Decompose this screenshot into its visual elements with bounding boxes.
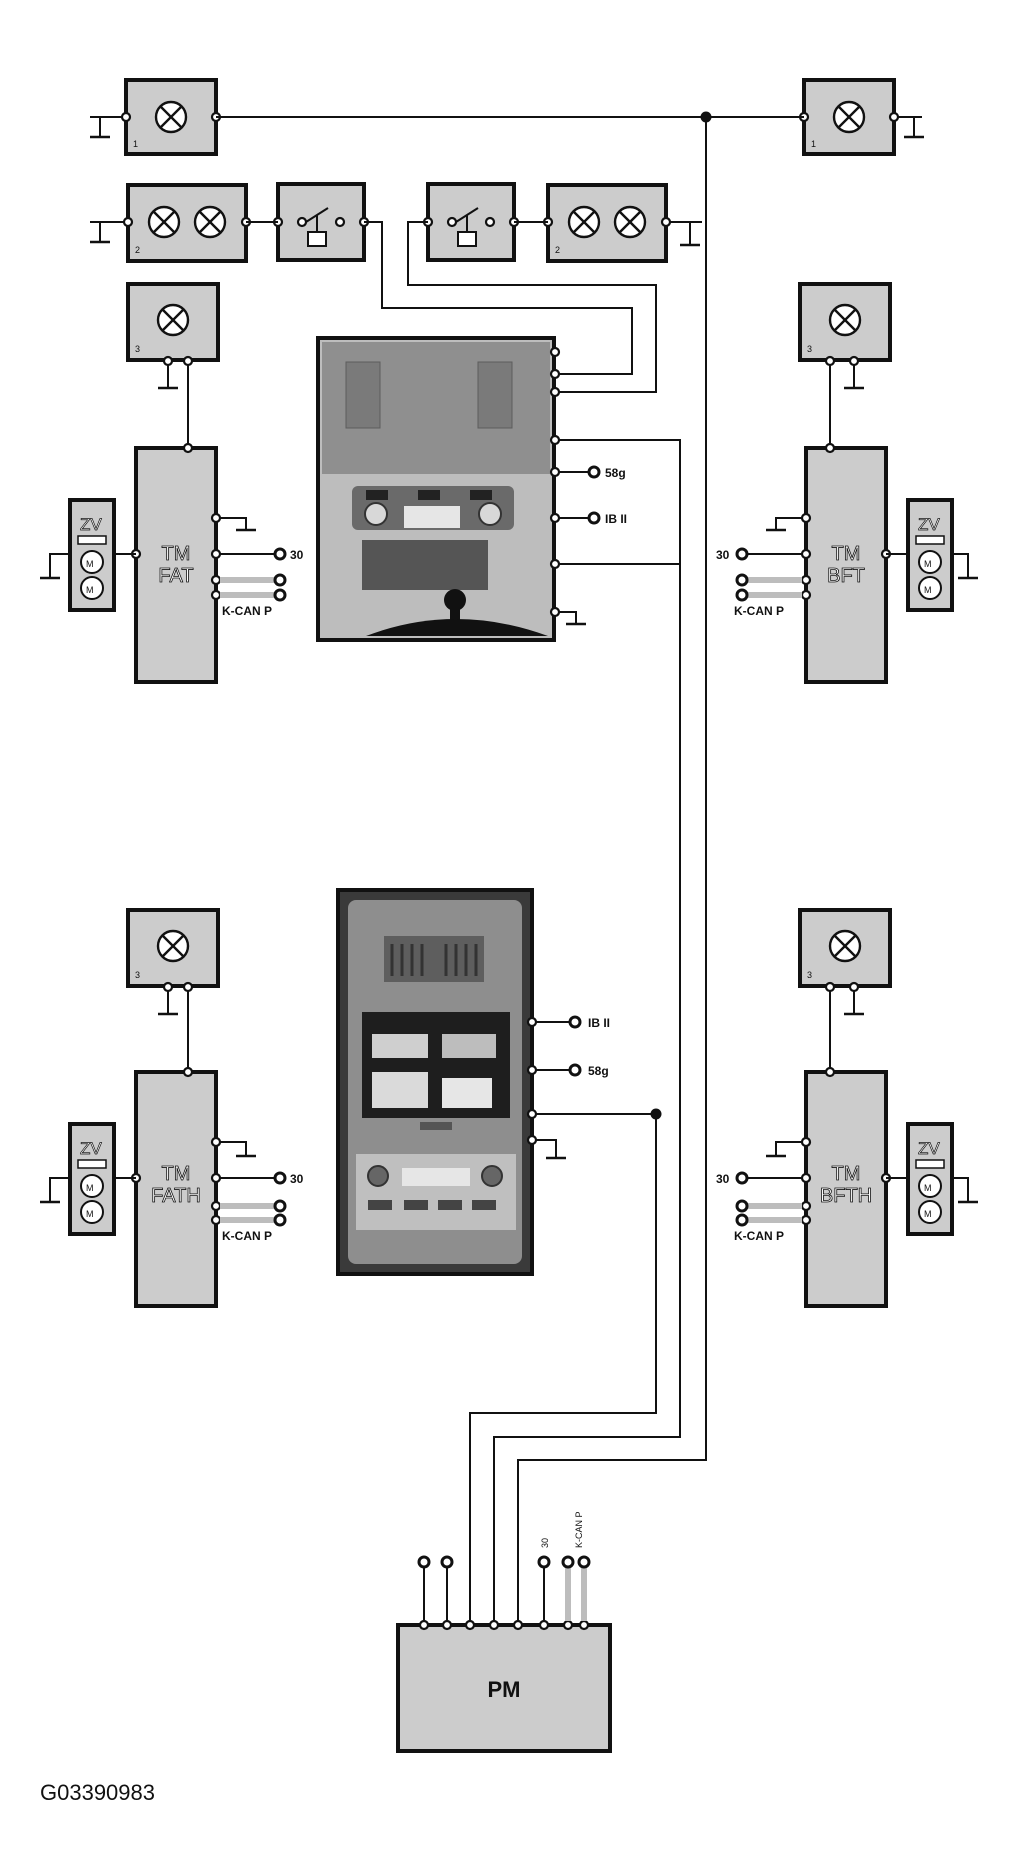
- lamp-number: 3: [807, 344, 812, 354]
- motor-label: M: [924, 585, 932, 595]
- rear-roof-module: [336, 888, 534, 1276]
- tm-bft-module: TM BFT: [800, 442, 892, 684]
- lamp-1-right: 1: [798, 78, 926, 156]
- terminal-label-58g: 58g: [605, 466, 626, 480]
- zv-label: ZV: [918, 515, 940, 534]
- rear-roof-pins: [526, 1016, 538, 1146]
- lamp-3-front-left: 3: [126, 282, 220, 448]
- relay-right: [422, 182, 520, 262]
- lamp-number: 1: [133, 139, 138, 149]
- module-label: BFTH: [820, 1185, 872, 1207]
- wire-relay-right: [407, 221, 657, 393]
- terminal-label-30: 30: [540, 1538, 550, 1548]
- zv-front-left: ZV M M: [68, 498, 116, 612]
- lamp-2-left: 2: [88, 183, 252, 263]
- module-label: FATH: [151, 1185, 201, 1207]
- terminal-label-kcan: K-CAN P: [222, 604, 272, 618]
- lamp-number: 3: [135, 344, 140, 354]
- wire-relay-left: [364, 221, 633, 375]
- lamp-number: 3: [807, 970, 812, 980]
- motor-label: M: [86, 559, 94, 569]
- terminal-label-kcan: K-CAN P: [734, 604, 784, 618]
- terminal-label-30: 30: [290, 1172, 304, 1186]
- wire-lamp1-to-pm: [517, 117, 707, 1625]
- terminal-58g: [587, 465, 601, 479]
- zv-label: ZV: [918, 1139, 940, 1158]
- pm-module: PM: [396, 1619, 612, 1753]
- lamp-3-rear-left: 3: [126, 908, 220, 1072]
- lamp-number: 3: [135, 970, 140, 980]
- figure-id: G03390983: [40, 1780, 155, 1805]
- module-label: TM: [162, 1163, 191, 1185]
- front-roof-module: [316, 336, 556, 642]
- wire-front-roof-to-pm: [493, 439, 681, 1625]
- lamp-2-right: 2: [542, 183, 702, 263]
- lamp-3-rear-right: 3: [798, 908, 892, 1072]
- tm-fat-module: TM FAT: [130, 442, 222, 684]
- terminal-label-kcan: K-CAN P: [574, 1511, 584, 1548]
- tm-fath-module: TM FATH: [130, 1066, 222, 1308]
- lamp-number: 1: [811, 139, 816, 149]
- terminal-ib2: [587, 511, 601, 525]
- zv-rear-left: ZV M M: [68, 1122, 116, 1236]
- zv-label: ZV: [80, 515, 102, 534]
- terminal-label-ib2: IB II: [588, 1016, 610, 1030]
- lamp-number: 2: [135, 245, 140, 255]
- front-roof-pins: [549, 346, 561, 618]
- module-label: TM: [832, 543, 861, 565]
- motor-label: M: [86, 585, 94, 595]
- terminal-label-30: 30: [290, 548, 304, 562]
- motor-label: M: [86, 1183, 94, 1193]
- zv-front-right: ZV M M: [906, 498, 954, 612]
- relay-left: [272, 182, 370, 262]
- lamp-number: 2: [555, 245, 560, 255]
- motor-label: M: [924, 559, 932, 569]
- terminal-label-ib2: IB II: [605, 512, 627, 526]
- terminal-label-58g: 58g: [588, 1064, 609, 1078]
- zv-label: ZV: [80, 1139, 102, 1158]
- module-label: BFT: [827, 565, 865, 587]
- terminal-label-30: 30: [716, 548, 730, 562]
- terminal-label-30: 30: [716, 1172, 730, 1186]
- lamp-1-left: 1: [88, 78, 222, 156]
- motor-label: M: [924, 1209, 932, 1219]
- module-label: TM: [162, 543, 191, 565]
- wire-rear-roof-to-pm: [469, 1114, 657, 1625]
- lamp-3-front-right: 3: [798, 282, 892, 448]
- terminal-label-kcan: K-CAN P: [734, 1229, 784, 1243]
- tm-bfth-module: TM BFTH: [800, 1066, 892, 1308]
- zv-rear-right: ZV M M: [906, 1122, 954, 1236]
- terminal-label-kcan: K-CAN P: [222, 1229, 272, 1243]
- module-label: FAT: [158, 565, 193, 587]
- module-label: TM: [832, 1163, 861, 1185]
- motor-label: M: [86, 1209, 94, 1219]
- pm-label: PM: [488, 1677, 521, 1702]
- motor-label: M: [924, 1183, 932, 1193]
